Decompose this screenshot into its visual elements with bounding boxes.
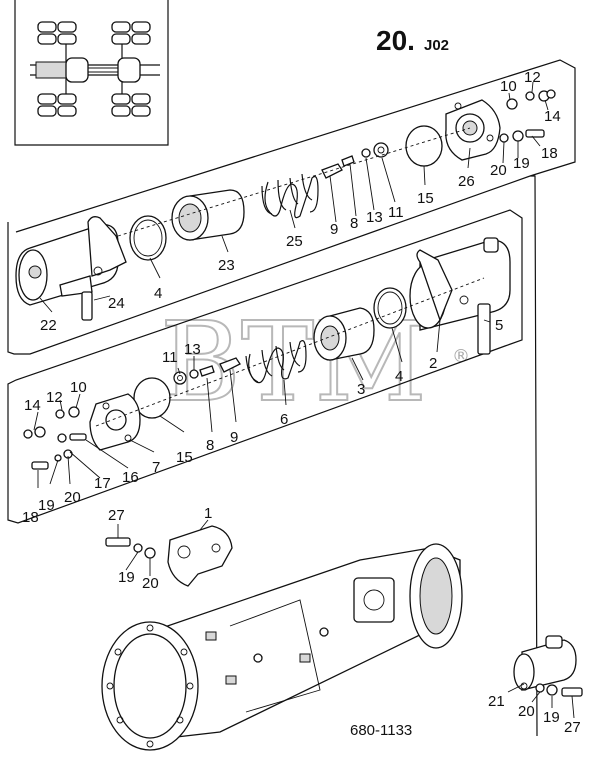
- callout-17: 17: [94, 475, 111, 492]
- callout-19-top: 19: [513, 155, 530, 172]
- callout-2: 2: [429, 355, 437, 372]
- callout-9-top: 9: [330, 221, 338, 238]
- washer-13-mid: [189, 369, 199, 379]
- callout-26: 26: [458, 173, 475, 190]
- callout-15-top: 15: [417, 190, 434, 207]
- middle-panel-frame: [7, 209, 523, 524]
- page-suffix: J02: [424, 37, 449, 54]
- seal-ring-4-mid: [373, 287, 407, 329]
- callout-12-left: 12: [46, 389, 63, 406]
- hardware-left: [23, 406, 87, 470]
- callout-3: 3: [357, 381, 365, 398]
- callout-11-mid: 11: [162, 349, 178, 366]
- bolt-8-mid: [199, 365, 215, 377]
- assembly-axis-top: [117, 127, 471, 237]
- valve-9-mid: [219, 357, 241, 373]
- callout-5: 5: [495, 317, 503, 334]
- callout-14-top: 14: [544, 108, 561, 125]
- callout-27-right: 27: [564, 719, 581, 736]
- callout-10-top: 10: [500, 78, 517, 95]
- page-number: 20.: [376, 25, 415, 56]
- callout-11-top: 11: [388, 204, 404, 221]
- bolt-8-top: [341, 155, 355, 167]
- drawing-number: 680-1133: [350, 722, 412, 739]
- callout-6: 6: [280, 411, 288, 428]
- piston-23: [171, 189, 245, 241]
- callout-14-left: 14: [24, 397, 41, 414]
- callout-24: 24: [108, 295, 125, 312]
- vehicle-locator-inset: [14, 0, 169, 146]
- callout-15-mid: 15: [176, 449, 193, 466]
- spring-25: [261, 173, 319, 219]
- callout-4-mid: 4: [395, 368, 403, 385]
- callout-13-mid: 13: [184, 341, 201, 358]
- hardware-lower-right: [535, 683, 583, 697]
- cover-7: [89, 393, 141, 451]
- pin-24: [81, 291, 93, 321]
- cylinder-21: [513, 635, 577, 691]
- top-panel-frame: [7, 59, 576, 737]
- callout-27-left: 27: [108, 507, 125, 524]
- callout-21: 21: [488, 693, 505, 710]
- callout-20-top: 20: [490, 162, 507, 179]
- callout-13-top: 13: [366, 209, 383, 226]
- callout-9-mid: 9: [230, 429, 238, 446]
- hardware-top-right: [499, 89, 556, 143]
- callout-18-top: 18: [541, 145, 558, 162]
- axle-housing: [101, 543, 463, 751]
- callout-12-top: 12: [524, 69, 541, 86]
- callout-18-left: 18: [22, 509, 39, 526]
- washer-13-top: [361, 148, 371, 158]
- callout-20-left: 20: [64, 489, 81, 506]
- piston-3: [313, 307, 375, 361]
- nut-11-mid: [173, 371, 187, 385]
- callout-23: 23: [218, 257, 235, 274]
- callout-1: 1: [204, 505, 212, 522]
- callout-4-top: 4: [154, 285, 162, 302]
- seal-ring-4-top: [129, 215, 167, 261]
- valve-9-top: [321, 163, 343, 179]
- callout-20-right: 20: [518, 703, 535, 720]
- callout-16: 16: [122, 469, 139, 486]
- callout-10-left: 10: [70, 379, 87, 396]
- nut-11-top: [373, 142, 389, 158]
- callout-19-left: 19: [38, 497, 55, 514]
- bolt-27-left: [105, 537, 156, 559]
- cover-26: [445, 99, 501, 161]
- spring-6: [245, 340, 307, 384]
- callout-19-right: 19: [543, 709, 560, 726]
- callout-7: 7: [152, 459, 160, 476]
- cylinder-housing-22: [15, 216, 127, 306]
- callout-19-low: 19: [118, 569, 135, 586]
- pin-5: [477, 303, 491, 355]
- leader-lines: [33, 81, 575, 719]
- callout-22: 22: [40, 317, 57, 334]
- callout-20-low: 20: [142, 575, 159, 592]
- watermark-registered-mark: ®: [452, 346, 470, 367]
- hub-flange-dots: [106, 624, 194, 748]
- bracket-1: [167, 525, 233, 587]
- callout-8-top: 8: [350, 215, 358, 232]
- callout-8-mid: 8: [206, 437, 214, 454]
- callout-25: 25: [286, 233, 303, 250]
